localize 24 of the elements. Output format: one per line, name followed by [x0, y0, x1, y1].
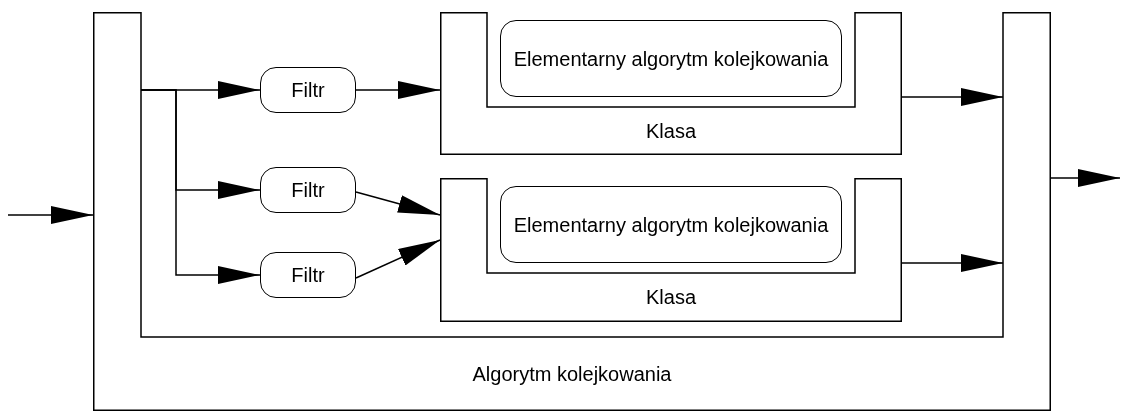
box-label: Elementarny algorytm kolejkowania: [513, 212, 829, 238]
box-label: Elementarny algorytm kolejkowania: [513, 46, 829, 72]
u-shaped-frame: [440, 178, 902, 322]
arrow: [355, 81, 441, 99]
box-label: Filtr: [291, 78, 325, 103]
arrow: [901, 88, 1004, 106]
rounded-box: [260, 167, 356, 213]
arrow: [140, 89, 261, 284]
rounded-box: [500, 186, 842, 263]
box-label: Filtr: [291, 263, 325, 288]
u-shaped-frame: [440, 12, 902, 155]
frame-label: Algorytm kolejkowania: [472, 361, 672, 387]
box-label: Filtr: [291, 178, 325, 203]
frame-label: Klasa: [646, 118, 696, 144]
frame-label: Klasa: [646, 285, 696, 310]
arrow: [1050, 169, 1121, 187]
arrow: [7, 206, 94, 224]
u-shaped-frame: [93, 12, 1051, 411]
rounded-box: [260, 252, 356, 298]
rounded-box: [500, 20, 842, 97]
arrow: [355, 239, 441, 279]
arrow: [901, 254, 1004, 272]
arrow: [355, 191, 441, 216]
rounded-box: [260, 67, 356, 113]
